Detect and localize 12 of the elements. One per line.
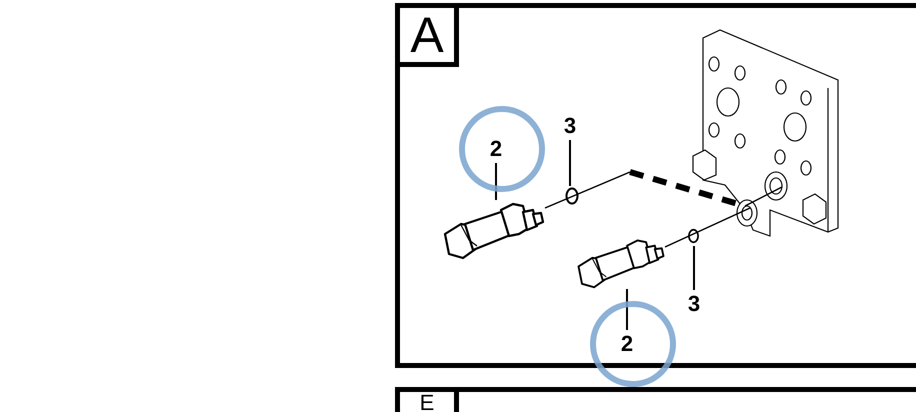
pressure-sensor-drawing (576, 237, 666, 289)
leader-line (693, 246, 695, 290)
panel-letter: A (400, 8, 459, 67)
callout-number: 3 (684, 290, 704, 318)
panel-letter: E (400, 392, 459, 412)
callout-number: 3 (560, 112, 580, 140)
leader-line (569, 140, 571, 186)
callout-number: 2 (486, 135, 506, 163)
o-ring-drawing (686, 226, 701, 246)
callout-number: 2 (617, 330, 637, 358)
pressure-sensor-drawing (443, 200, 545, 260)
o-ring-drawing (563, 186, 581, 206)
